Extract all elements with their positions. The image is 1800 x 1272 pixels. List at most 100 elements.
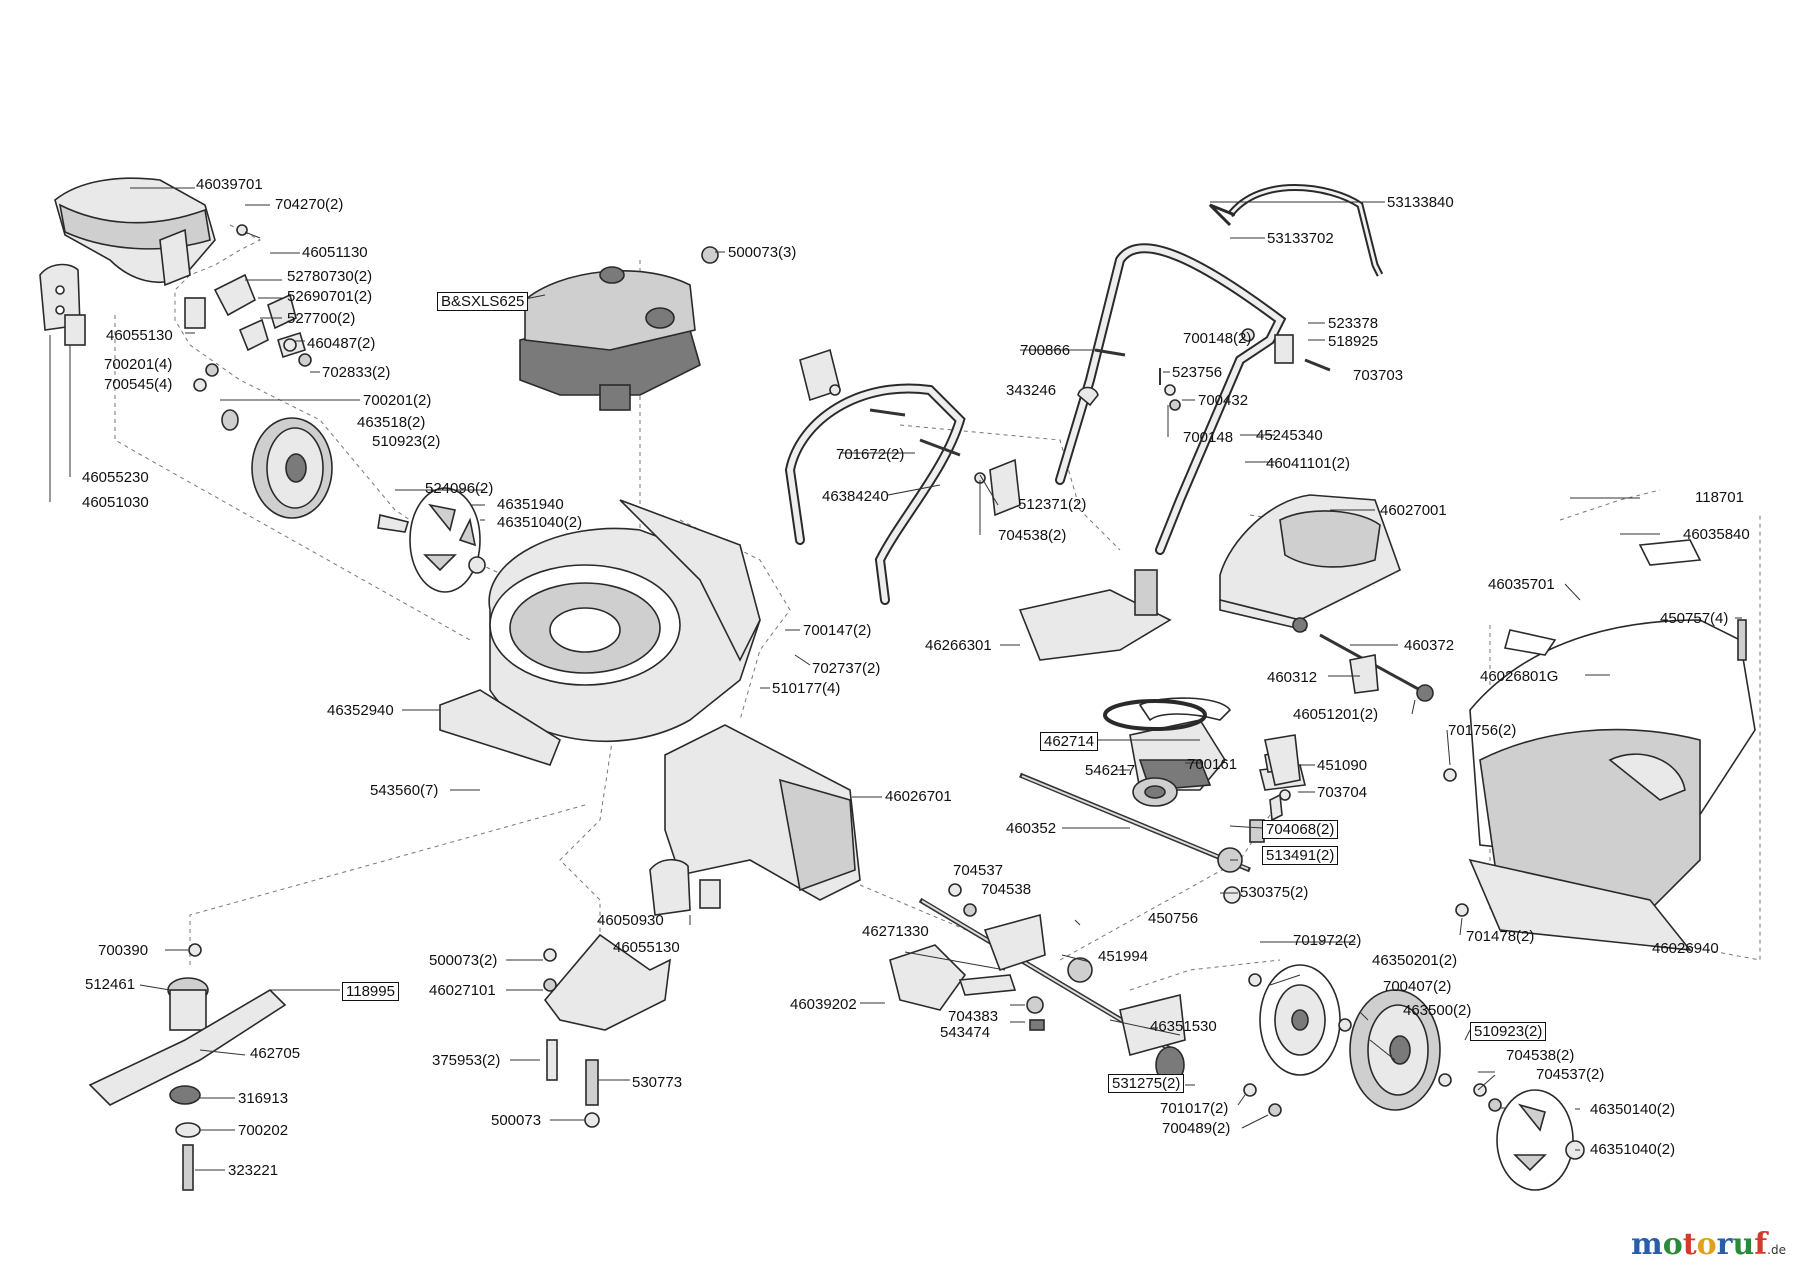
part-label: 523756 xyxy=(1172,364,1223,381)
part-label: 701756(2) xyxy=(1448,722,1517,739)
part-label: 46050930 xyxy=(597,912,664,929)
part-label: 46027001 xyxy=(1380,502,1447,519)
part-label: 52780730(2) xyxy=(287,268,373,285)
screws-nuts-top xyxy=(193,224,719,392)
part-label: 704538(2) xyxy=(998,527,1067,544)
kit-label-box: 118995 xyxy=(342,982,399,1001)
part-label: 702737(2) xyxy=(812,660,881,677)
part-label: 460312 xyxy=(1267,669,1318,686)
part-label: 700390 xyxy=(98,942,149,959)
part-label: 463500(2) xyxy=(1403,1002,1472,1019)
part-label: 46039701 xyxy=(196,176,263,193)
kit-label-box: 510923(2) xyxy=(1470,1022,1547,1041)
part-label: 46026940 xyxy=(1652,940,1719,957)
part-label: 700201(2) xyxy=(363,392,432,409)
part-label: 45245340 xyxy=(1256,427,1323,444)
part-label: 704538 xyxy=(981,881,1032,898)
part-label: 510177(4) xyxy=(772,680,841,697)
part-label: 46266301 xyxy=(925,637,992,654)
part-label: 703703 xyxy=(1353,367,1404,384)
part-label: 46055230 xyxy=(82,469,149,486)
rear-hubcap-left xyxy=(377,487,486,593)
rear-door xyxy=(1219,494,1401,633)
mower-deck xyxy=(439,499,761,766)
part-label: 704270(2) xyxy=(275,196,344,213)
engine xyxy=(519,266,701,411)
part-label: 46041101(2) xyxy=(1266,455,1350,472)
part-label: 701672(2) xyxy=(836,446,905,463)
part-label: 704537(2) xyxy=(1536,1066,1605,1083)
part-label: 701478(2) xyxy=(1466,928,1535,945)
part-label: 46055130 xyxy=(613,939,680,956)
rear-flap xyxy=(664,724,861,901)
handle-bracket xyxy=(1018,569,1172,661)
part-label: 460352 xyxy=(1006,820,1057,837)
part-label: 530773 xyxy=(632,1074,683,1091)
front-hubcap-right xyxy=(1473,1083,1585,1191)
part-label: 46055130 xyxy=(106,327,173,344)
part-label: 462705 xyxy=(250,1045,301,1062)
part-label: 704537 xyxy=(953,862,1004,879)
part-label: 451090 xyxy=(1317,757,1368,774)
front-axle xyxy=(889,883,1282,1117)
part-label: 323221 xyxy=(228,1162,279,1179)
front-wheel-right xyxy=(1349,989,1452,1111)
part-label: 543560(7) xyxy=(370,782,439,799)
part-label: 700202 xyxy=(238,1122,289,1139)
lower-handle xyxy=(784,348,1021,605)
part-label: 52690701(2) xyxy=(287,288,373,305)
part-label: 451994 xyxy=(1098,948,1149,965)
part-label: 53133702 xyxy=(1267,230,1334,247)
part-label: 46350140(2) xyxy=(1590,1101,1676,1118)
part-label: 343246 xyxy=(1006,382,1057,399)
part-label: 460487(2) xyxy=(307,335,376,352)
bracket-451090 xyxy=(1264,734,1301,801)
part-label: 700489(2) xyxy=(1162,1120,1231,1137)
part-label: 46350201(2) xyxy=(1372,952,1458,969)
part-label: 546217 xyxy=(1085,762,1136,779)
part-label: 701017(2) xyxy=(1160,1100,1229,1117)
part-label: 512371(2) xyxy=(1018,496,1087,513)
part-label: 700866 xyxy=(1020,342,1071,359)
kit-label-box: 704068(2) xyxy=(1262,820,1339,839)
part-label: 375953(2) xyxy=(432,1052,501,1069)
part-label: 500073 xyxy=(491,1112,542,1129)
part-label: 46051030 xyxy=(82,494,149,511)
motoruf-logo: motoruf.de xyxy=(1631,1227,1786,1262)
mulch-plate-left xyxy=(39,263,81,331)
mulch-plate-mid xyxy=(649,858,721,916)
part-label: 500073(2) xyxy=(429,952,498,969)
part-label: 527700(2) xyxy=(287,310,356,327)
kit-label-box: 462714 xyxy=(1040,732,1099,751)
engine-label-box: B&SXLS625 xyxy=(437,292,529,311)
part-label: 700147(2) xyxy=(803,622,872,639)
upper-handle xyxy=(1055,184,1384,555)
chute-cover xyxy=(54,177,216,287)
part-label: 700201(4) xyxy=(104,356,173,373)
part-label: 512461 xyxy=(85,976,136,993)
part-label: 46384240 xyxy=(822,488,889,505)
part-label: 46026701 xyxy=(885,788,952,805)
part-label: 46351040(2) xyxy=(497,514,583,531)
part-label: 118701 xyxy=(1695,489,1744,506)
part-label: 46039202 xyxy=(790,996,857,1013)
part-label: 700407(2) xyxy=(1383,978,1452,995)
grass-catcher xyxy=(1443,539,1756,951)
part-label: 702833(2) xyxy=(322,364,391,381)
part-label: 463518(2) xyxy=(357,414,426,431)
part-label: 46035701 xyxy=(1488,576,1555,593)
part-label: 450757(4) xyxy=(1660,610,1729,627)
rear-rod xyxy=(1319,633,1434,702)
kit-label-box: 513491(2) xyxy=(1262,846,1339,865)
front-hubcap-left xyxy=(1248,964,1352,1076)
mulch-baffle xyxy=(543,933,671,1128)
part-label: 704383 xyxy=(948,1008,999,1025)
part-label: 704538(2) xyxy=(1506,1047,1575,1064)
part-label: 450756 xyxy=(1148,910,1199,927)
part-label: 700545(4) xyxy=(104,376,173,393)
part-label: 703704 xyxy=(1317,784,1368,801)
part-label: 46351040(2) xyxy=(1590,1141,1676,1158)
leader-lines xyxy=(49,187,1742,1171)
clip-plates xyxy=(213,273,306,359)
